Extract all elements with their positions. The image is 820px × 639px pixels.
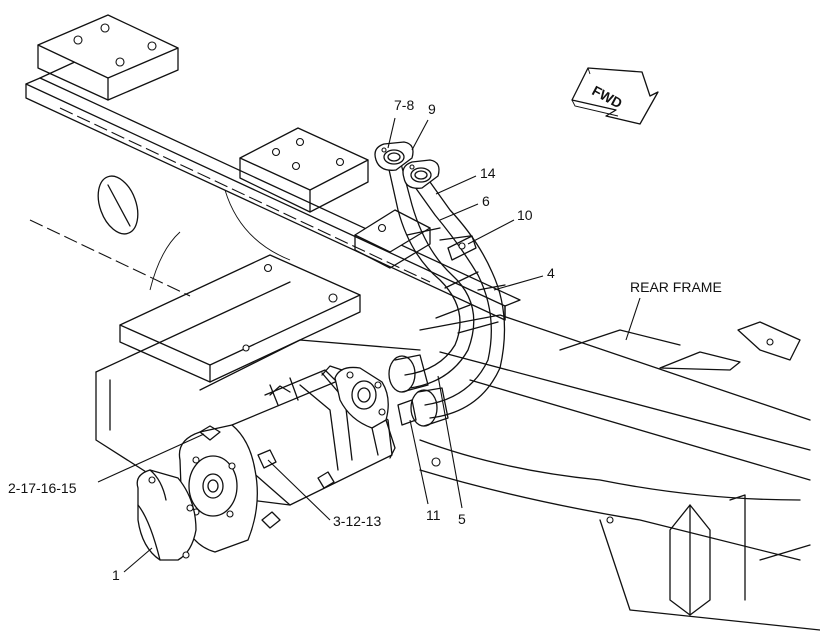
top-flange-fittings [374, 141, 440, 189]
callout-3-12-13: 3-12-13 [333, 513, 381, 529]
hose-couplings [388, 354, 449, 427]
top-mounting-plate [37, 14, 179, 101]
rear-frame-label: REAR FRAME [630, 279, 722, 295]
callout-1: 1 [112, 567, 120, 583]
callout-5: 5 [458, 511, 466, 527]
upper-frame-rail [25, 54, 521, 321]
fwd-direction-arrow: FWD [571, 67, 659, 125]
callout-7-8: 7-8 [394, 97, 414, 113]
middle-mounting-plate [239, 127, 369, 213]
hose-clamps [447, 235, 477, 261]
callout-10: 10 [517, 207, 533, 223]
callout-6: 6 [482, 193, 490, 209]
callout-9: 9 [428, 101, 436, 117]
pump-assembly [136, 365, 396, 561]
callout-4: 4 [547, 265, 555, 281]
callout-labels: 7-8 9 14 6 10 4 2-17-16-15 3-12-13 11 5 … [8, 97, 555, 583]
callout-14: 14 [480, 165, 496, 181]
right-small-plate [354, 209, 431, 269]
rear-frame [419, 314, 820, 631]
rear-frame-callout: REAR FRAME [625, 279, 722, 341]
callout-11: 11 [426, 507, 441, 523]
callout-2-17-16-15: 2-17-16-15 [8, 480, 77, 496]
